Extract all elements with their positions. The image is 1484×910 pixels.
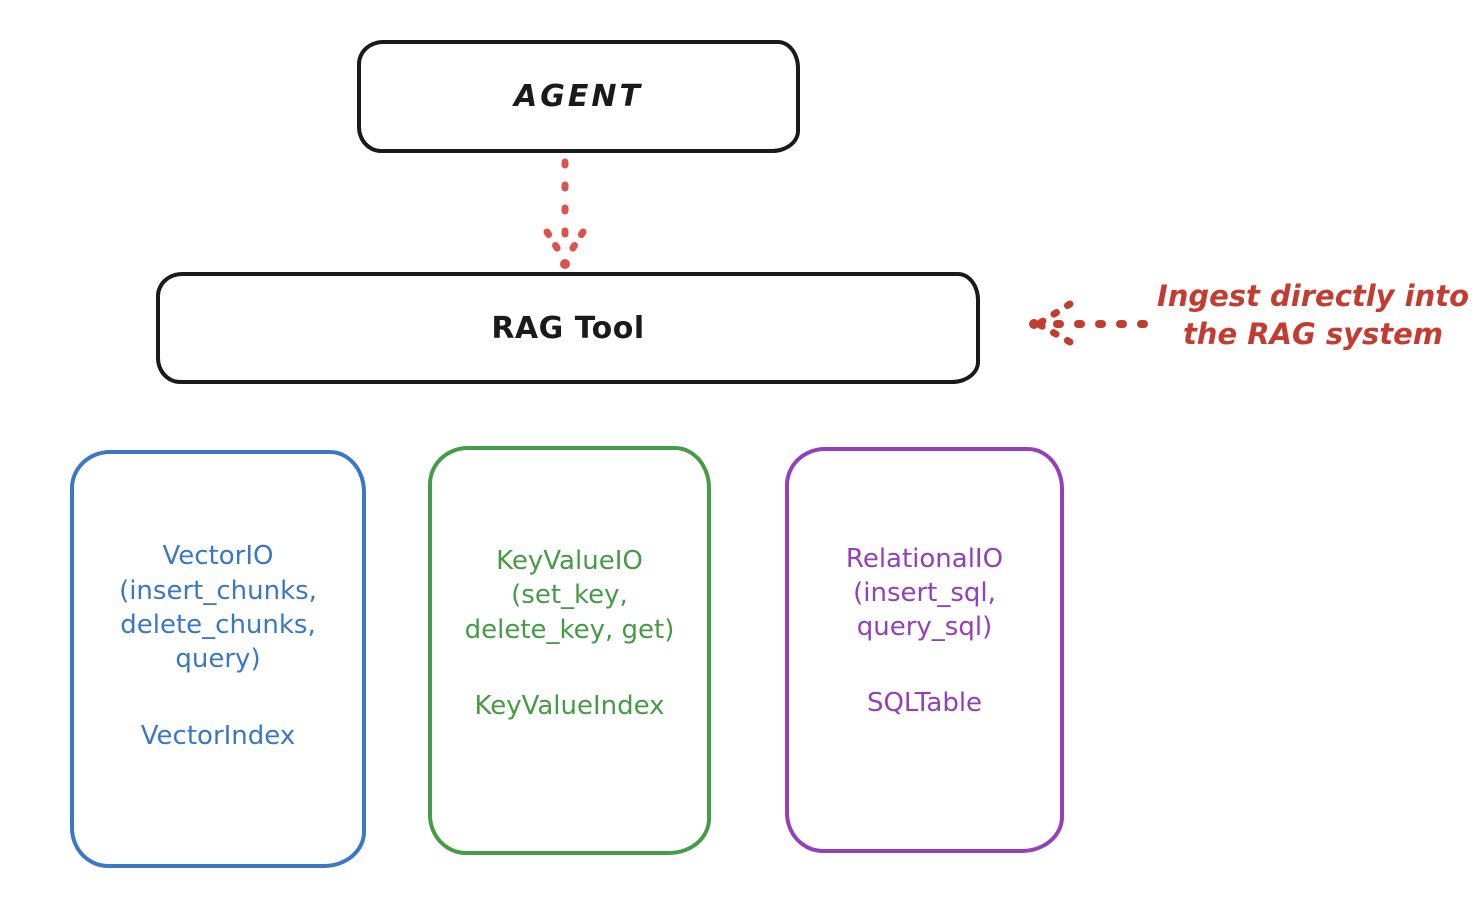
- ingest-to-rag-arrow: [1029, 300, 1148, 346]
- ingest-annotation-text: Ingest directly into the RAG system: [1156, 279, 1470, 351]
- relational-io-api-label: RelationalIO (insert_sql, query_sql): [845, 543, 1004, 643]
- vector-io-node[interactable]: VectorIO (insert_chunks, delete_chunks, …: [70, 450, 366, 868]
- vector-index-label: VectorIndex: [140, 720, 296, 751]
- vector-io-api-label: VectorIO (insert_chunks, delete_chunks, …: [119, 541, 317, 675]
- key-value-io-node[interactable]: KeyValueIO (set_key, delete_key, get) Ke…: [428, 446, 711, 855]
- vector-io-content: VectorIO (insert_chunks, delete_chunks, …: [86, 539, 350, 750]
- key-value-index-label: KeyValueIndex: [474, 690, 665, 721]
- rag-tool-node-label: RAG Tool: [491, 310, 645, 346]
- relational-io-content: RelationalIO (insert_sql, query_sql) SQL…: [801, 542, 1048, 719]
- agent-node-label: AGENT: [514, 79, 643, 114]
- relational-io-node[interactable]: RelationalIO (insert_sql, query_sql) SQL…: [785, 447, 1064, 853]
- sql-table-label: SQLTable: [866, 688, 983, 719]
- key-value-io-content: KeyValueIO (set_key, delete_key, get) Ke…: [444, 544, 695, 721]
- agent-to-rag-arrow: [543, 158, 587, 269]
- rag-tool-node[interactable]: RAG Tool: [156, 272, 980, 384]
- key-value-io-api-label: KeyValueIO (set_key, delete_key, get): [464, 546, 675, 645]
- agent-node[interactable]: AGENT: [357, 40, 800, 153]
